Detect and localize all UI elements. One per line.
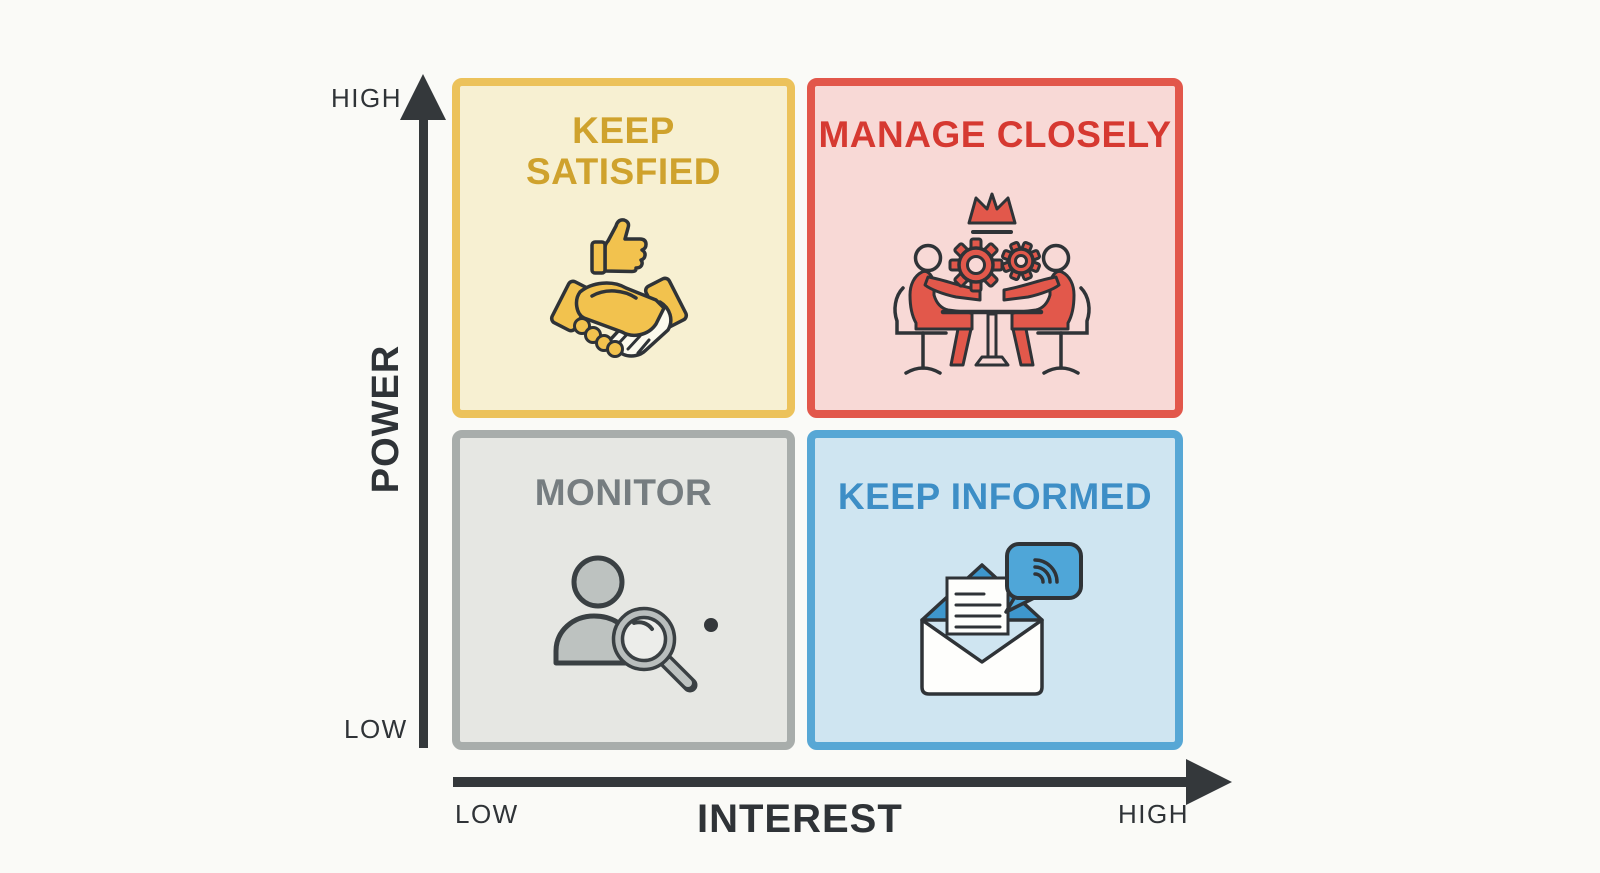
quadrant-keep-satisfied: KEEP SATISFIED xyxy=(452,78,795,418)
y-axis-line xyxy=(419,96,428,748)
dot-marker xyxy=(704,618,718,632)
x-axis-title: INTEREST xyxy=(697,797,903,841)
meeting-table xyxy=(940,309,1044,367)
quadrant-monitor: MONITOR xyxy=(452,430,795,750)
speech-bubble-icon xyxy=(1004,542,1083,614)
meeting-crown-gears-icon xyxy=(893,192,1091,375)
crown-icon xyxy=(967,192,1017,234)
thumbs-up-handshake-icon xyxy=(549,218,689,358)
handshake-icon xyxy=(549,276,689,358)
y-axis-low-label: LOW xyxy=(344,714,408,744)
gear-icon xyxy=(948,237,1004,293)
y-axis-arrowhead-icon xyxy=(400,74,446,120)
quadrant-title: KEEP SATISFIED xyxy=(526,110,721,192)
x-axis-high-label: HIGH xyxy=(1118,799,1189,829)
quadrant-title: MONITOR xyxy=(534,472,713,513)
quadrant-manage-closely: MANAGE CLOSELY xyxy=(807,78,1183,418)
y-axis-title: POWER xyxy=(365,344,407,494)
letter-icon xyxy=(945,576,1010,636)
signal-waves-icon xyxy=(1033,558,1059,584)
mail-message-icon xyxy=(920,542,1083,696)
x-axis-line xyxy=(453,777,1195,787)
person-magnifier-icon xyxy=(553,555,698,693)
y-axis-high-label: HIGH xyxy=(331,83,402,113)
quadrant-title: KEEP INFORMED xyxy=(837,476,1153,517)
gear-icon xyxy=(1001,241,1041,281)
quadrant-title: MANAGE CLOSELY xyxy=(818,114,1172,155)
magnifier-icon xyxy=(611,606,698,693)
x-axis-low-label: LOW xyxy=(455,799,519,829)
x-axis-arrowhead-icon xyxy=(1186,759,1232,805)
quadrant-keep-informed: KEEP INFORMED xyxy=(807,430,1183,750)
thumbs-up-icon xyxy=(590,218,648,275)
